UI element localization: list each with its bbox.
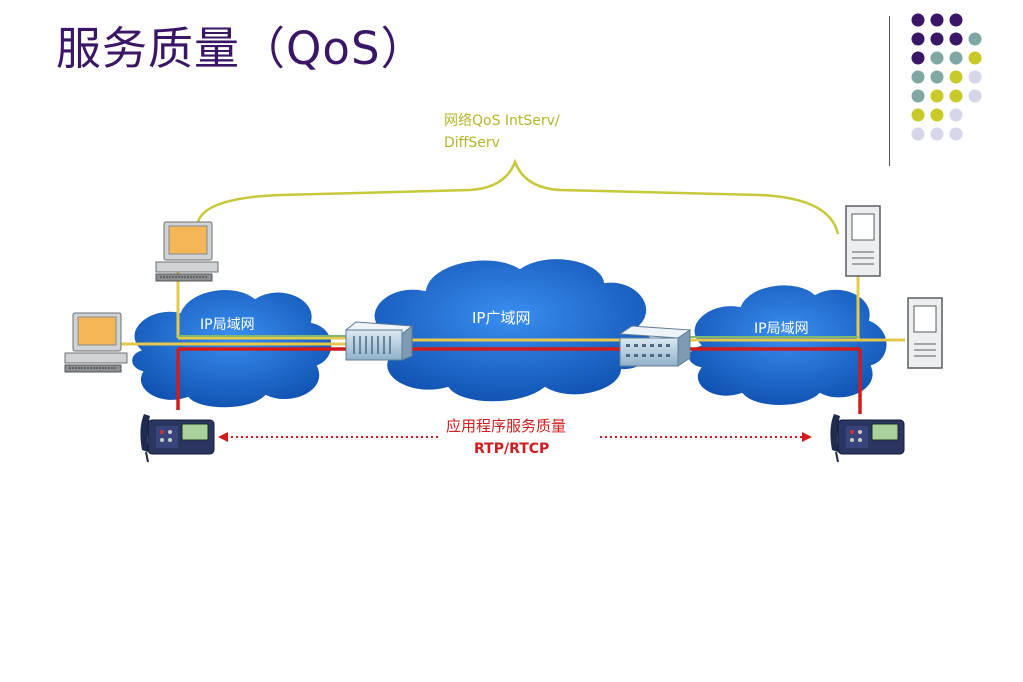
network-qos-label-line2: DiffServ bbox=[444, 135, 500, 151]
voice-path-lines bbox=[176, 347, 862, 414]
rtp-label: RTP/RTCP bbox=[474, 441, 550, 457]
server-tower-icon bbox=[907, 297, 943, 369]
wan-label: IP广域网 bbox=[472, 309, 531, 327]
right-lan-label: IP局域网 bbox=[754, 321, 809, 337]
app-qos-label: 应用程序服务质量 bbox=[440, 414, 573, 437]
app-qos-dotted-line bbox=[218, 432, 812, 442]
network-qos-label-line1: 网络QoS IntServ/ bbox=[444, 113, 560, 129]
ip-phone-icon bbox=[139, 413, 215, 463]
left-lan-label: IP局域网 bbox=[200, 317, 255, 333]
network-qos-label: 网络QoS IntServ/ DiffServ bbox=[444, 110, 560, 154]
network-qos-brace bbox=[196, 158, 840, 235]
arrow-right-icon bbox=[802, 432, 812, 442]
data-path-line-green bbox=[178, 335, 858, 338]
slide-title: 服务质量（QoS） bbox=[56, 22, 427, 75]
right-lan-cloud-icon bbox=[687, 283, 889, 407]
ip-phone-icon bbox=[829, 413, 905, 463]
desktop-computer-icon bbox=[64, 312, 128, 373]
right-router-icon bbox=[618, 325, 692, 367]
data-path-lines bbox=[120, 272, 905, 346]
arrow-left-icon bbox=[218, 432, 228, 442]
desktop-computer-icon bbox=[155, 221, 219, 282]
left-router-icon bbox=[344, 321, 414, 361]
server-tower-icon bbox=[845, 205, 881, 277]
title-divider bbox=[889, 16, 890, 166]
